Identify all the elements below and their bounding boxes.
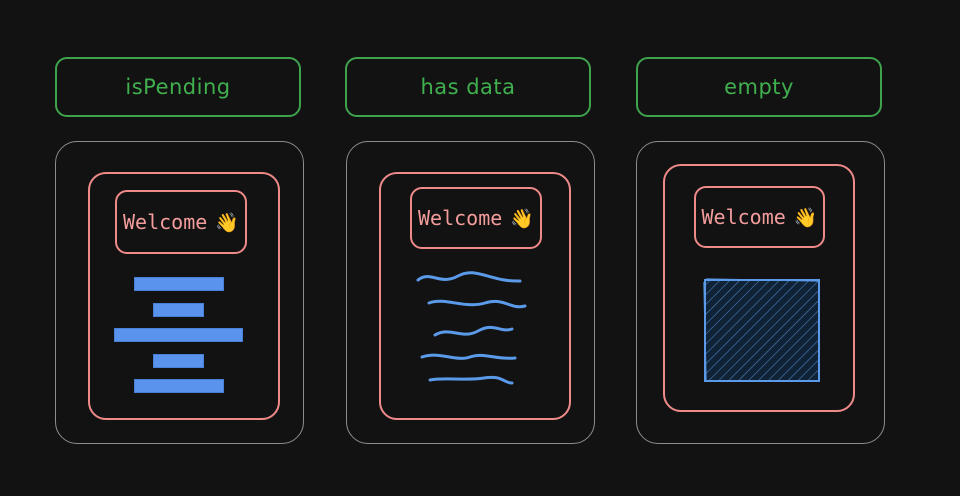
- outer-container-ispending: [55, 141, 304, 444]
- welcome-header-empty: Welcome 👋: [694, 186, 825, 248]
- state-label-has-data: has data: [345, 57, 591, 117]
- component-frame-has-data: [379, 172, 571, 420]
- skeleton-bar: [134, 379, 224, 393]
- state-label-ispending: isPending: [55, 57, 301, 117]
- skeleton-bar: [134, 277, 224, 291]
- component-frame-ispending: [88, 172, 280, 420]
- welcome-text: Welcome: [123, 210, 208, 234]
- outer-container-has-data: [346, 141, 595, 444]
- text-line: [427, 299, 527, 309]
- state-label-empty: empty: [636, 57, 882, 117]
- outer-container-empty: [636, 141, 885, 444]
- welcome-text: Welcome: [418, 206, 503, 230]
- skeleton-bar: [153, 354, 204, 368]
- waving-hand-icon: 👋: [793, 206, 818, 229]
- component-frame-empty: [663, 164, 855, 412]
- text-line: [420, 353, 517, 360]
- skeleton-bar: [114, 328, 243, 342]
- text-line: [416, 271, 522, 283]
- text-line: [433, 325, 514, 337]
- skeleton-bar: [153, 303, 204, 317]
- waving-hand-icon: 👋: [215, 211, 239, 234]
- waving-hand-icon: 👋: [510, 207, 534, 230]
- welcome-text: Welcome: [701, 205, 786, 229]
- text-line: [428, 375, 514, 385]
- welcome-header-ispending: Welcome 👋: [115, 190, 247, 254]
- welcome-header-has-data: Welcome 👋: [410, 187, 542, 249]
